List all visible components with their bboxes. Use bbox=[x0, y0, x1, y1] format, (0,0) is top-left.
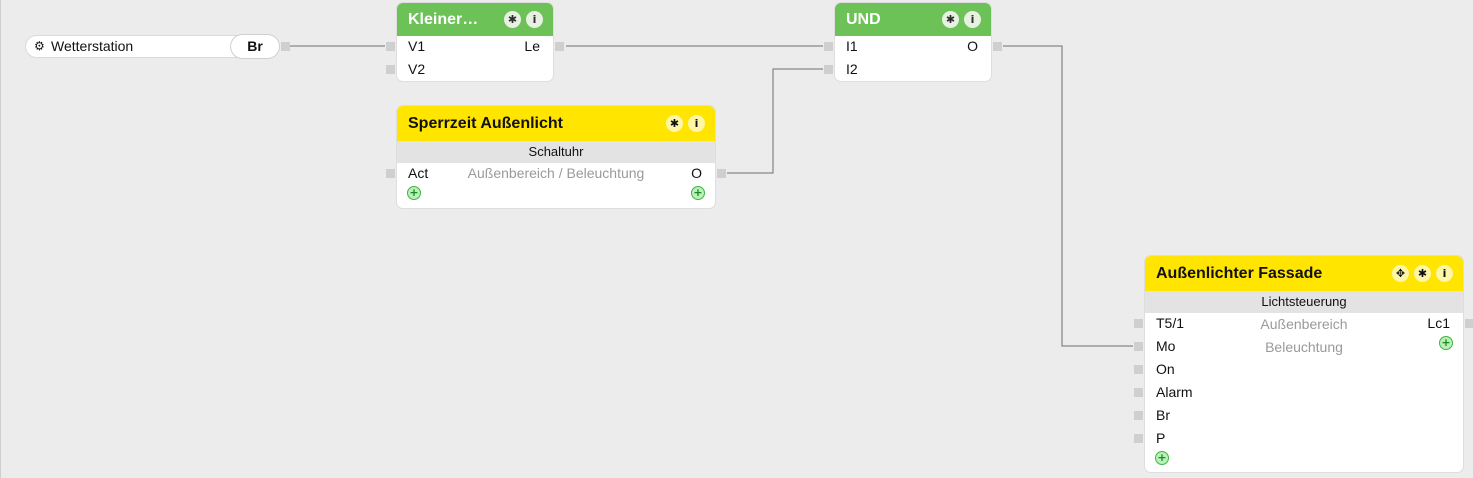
gear-icon[interactable]: ⚙ bbox=[34, 39, 45, 53]
input-label: P bbox=[1156, 430, 1166, 446]
io-row: Mo bbox=[1134, 336, 1463, 356]
output-label: O bbox=[691, 165, 702, 181]
add-input-icon[interactable]: + bbox=[407, 186, 421, 200]
input-pin[interactable] bbox=[386, 169, 395, 178]
io-row: V1 Le bbox=[386, 36, 564, 56]
block-sperrzeit[interactable]: Sperrzeit Außenlicht ✱ i Schaltuhr Act O… bbox=[386, 106, 726, 208]
output-pin[interactable] bbox=[281, 42, 290, 51]
add-input-icon[interactable]: + bbox=[1155, 451, 1169, 465]
io-row: On bbox=[1134, 359, 1463, 379]
input-label: V2 bbox=[408, 61, 426, 77]
input-pin[interactable] bbox=[1134, 434, 1143, 443]
output-pin[interactable] bbox=[993, 42, 1002, 51]
add-output-icon[interactable]: + bbox=[1439, 336, 1453, 350]
output-pin[interactable] bbox=[1465, 319, 1473, 328]
block-title: UND bbox=[846, 10, 881, 28]
output-label: Le bbox=[524, 38, 540, 54]
info-icon[interactable]: i bbox=[1436, 265, 1453, 282]
input-pin[interactable] bbox=[824, 65, 833, 74]
input-pin[interactable] bbox=[1134, 319, 1143, 328]
block-aussenlichter-fassade[interactable]: Außenlichter Fassade ✥ ✱ i Lichtsteuerun… bbox=[1134, 256, 1473, 472]
block-title: Kleiner… bbox=[408, 10, 479, 28]
input-label: Act bbox=[408, 165, 429, 181]
block-kleiner[interactable]: Kleiner… ✱ i V1 Le V2 bbox=[386, 3, 564, 81]
output-pin[interactable] bbox=[555, 42, 564, 51]
info-icon[interactable]: i bbox=[964, 11, 981, 28]
io-row: Br bbox=[1134, 405, 1463, 425]
move-icon[interactable]: ✥ bbox=[1392, 265, 1409, 282]
input-label: V1 bbox=[408, 38, 426, 54]
io-row: I2 bbox=[824, 59, 991, 79]
io-row: Alarm bbox=[1134, 382, 1463, 402]
block-title: Außenlichter Fassade bbox=[1156, 264, 1323, 282]
input-label: T5/1 bbox=[1156, 315, 1185, 331]
input-label: I1 bbox=[846, 38, 858, 54]
source-output-br[interactable]: Br bbox=[231, 35, 279, 58]
wire-sperrzeit-to-und bbox=[727, 68, 823, 174]
output-label: O bbox=[967, 38, 978, 54]
settings-icon[interactable]: ✱ bbox=[666, 115, 683, 132]
input-label: Br bbox=[1156, 407, 1170, 423]
block-und[interactable]: UND ✱ i I1 O I2 bbox=[824, 3, 1002, 81]
output-pin[interactable] bbox=[717, 169, 726, 178]
block-header[interactable]: Kleiner… ✱ i bbox=[397, 3, 553, 36]
block-subtitle: Lichtsteuerung bbox=[1145, 291, 1463, 313]
input-pin[interactable] bbox=[1134, 365, 1143, 374]
io-row: P bbox=[1134, 428, 1463, 448]
info-icon[interactable]: i bbox=[688, 115, 705, 132]
input-pin[interactable] bbox=[386, 65, 395, 74]
input-pin[interactable] bbox=[1134, 388, 1143, 397]
block-header[interactable]: Außenlichter Fassade ✥ ✱ i bbox=[1145, 256, 1463, 291]
settings-icon[interactable]: ✱ bbox=[942, 11, 959, 28]
add-output-icon[interactable]: + bbox=[691, 186, 705, 200]
input-pin[interactable] bbox=[1134, 411, 1143, 420]
io-row: V2 bbox=[386, 59, 553, 79]
block-description: Außenbereich / Beleuchtung bbox=[467, 165, 645, 181]
block-description: Außenbereich bbox=[1260, 316, 1348, 332]
input-label: On bbox=[1156, 361, 1175, 377]
wire-und-to-fassade bbox=[1003, 45, 1133, 347]
block-description: Beleuchtung bbox=[1265, 339, 1343, 355]
input-label: I2 bbox=[846, 61, 858, 77]
input-pin[interactable] bbox=[1134, 342, 1143, 351]
block-header[interactable]: UND ✱ i bbox=[835, 3, 991, 36]
io-row: T5/1 Lc1 bbox=[1134, 313, 1473, 333]
io-row: Act O bbox=[386, 163, 726, 183]
block-header[interactable]: Sperrzeit Außenlicht ✱ i bbox=[397, 106, 715, 141]
block-title: Sperrzeit Außenlicht bbox=[408, 114, 563, 132]
output-label: Lc1 bbox=[1427, 315, 1450, 331]
input-pin[interactable] bbox=[824, 42, 833, 51]
settings-icon[interactable]: ✱ bbox=[1414, 265, 1431, 282]
io-row: I1 O bbox=[824, 36, 1002, 56]
source-name: Wetterstation bbox=[51, 38, 134, 54]
wetterstation-node[interactable]: ⚙ Wetterstation Br bbox=[26, 35, 290, 58]
input-label: Alarm bbox=[1156, 384, 1193, 400]
block-subtitle: Schaltuhr bbox=[397, 141, 715, 163]
input-label: Mo bbox=[1156, 338, 1176, 354]
info-icon[interactable]: i bbox=[526, 11, 543, 28]
input-pin[interactable] bbox=[386, 42, 395, 51]
settings-icon[interactable]: ✱ bbox=[504, 11, 521, 28]
